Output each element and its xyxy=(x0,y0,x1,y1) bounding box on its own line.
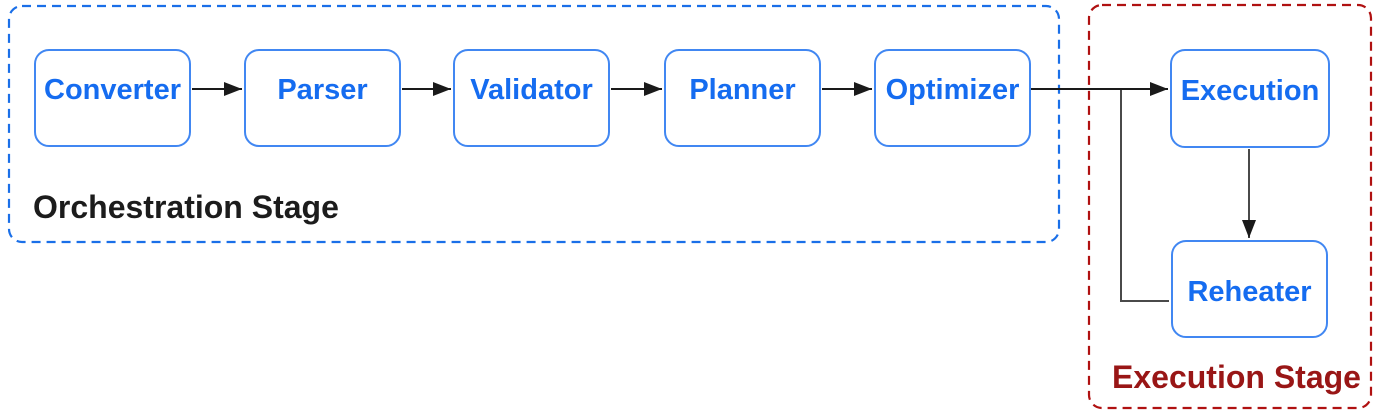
node-converter-label: Converter xyxy=(44,73,181,106)
node-parser: Parser xyxy=(244,49,401,147)
node-reheater-label: Reheater xyxy=(1187,275,1312,308)
node-execution: Execution xyxy=(1170,49,1330,148)
node-parser-label: Parser xyxy=(277,73,368,106)
node-converter: Converter xyxy=(34,49,191,147)
orchestration-stage-boundary xyxy=(7,4,1061,244)
node-reheater: Reheater xyxy=(1171,240,1328,338)
node-optimizer-label: Optimizer xyxy=(885,73,1020,106)
node-validator: Validator xyxy=(453,49,610,147)
execution-stage-boundary xyxy=(1087,3,1373,410)
execution-stage-label: Execution Stage xyxy=(1112,359,1361,395)
node-planner: Planner xyxy=(664,49,821,147)
node-optimizer: Optimizer xyxy=(874,49,1031,147)
node-execution-label: Execution xyxy=(1180,75,1320,107)
node-planner-label: Planner xyxy=(689,73,796,106)
orchestration-stage-label: Orchestration Stage xyxy=(33,189,339,225)
edge-connector-to-reheater xyxy=(1120,90,1169,302)
node-validator-label: Validator xyxy=(470,73,593,106)
